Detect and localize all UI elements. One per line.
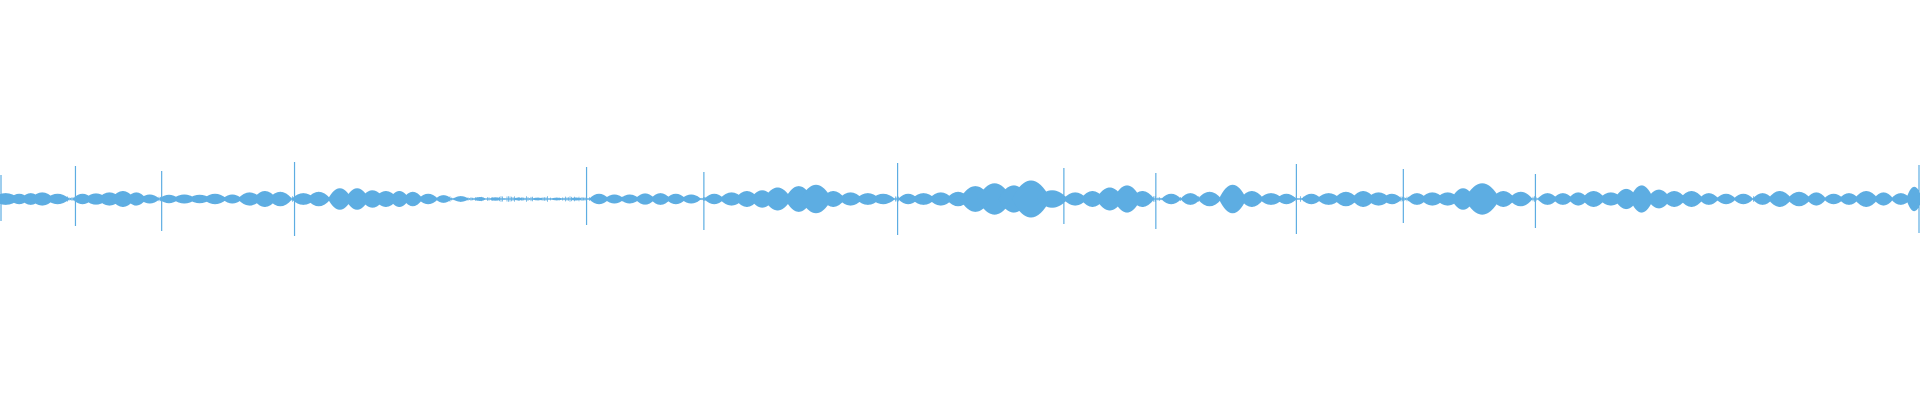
waveform-layer xyxy=(0,162,1920,236)
waveform-blob xyxy=(1180,193,1201,205)
waveform-blob xyxy=(45,193,70,205)
waveform-blob xyxy=(473,197,487,201)
waveform-blob xyxy=(488,197,502,201)
waveform-blob xyxy=(1197,191,1222,207)
waveform-blob xyxy=(531,197,545,201)
waveform-blob xyxy=(1733,193,1754,205)
waveform-blob xyxy=(418,193,439,205)
waveform-blob xyxy=(1276,193,1297,205)
waveform-blob xyxy=(511,197,525,201)
waveform-blob xyxy=(1161,193,1182,205)
waveform-blob xyxy=(550,197,564,201)
waveform-blob xyxy=(306,191,331,207)
waveform-blob xyxy=(452,196,470,202)
waveform-blob xyxy=(1508,191,1533,207)
waveform-blob xyxy=(1130,191,1155,207)
waveform-blob xyxy=(1381,193,1403,205)
waveform-blob xyxy=(1806,192,1827,206)
waveform-blob xyxy=(1873,192,1894,206)
waveform-blob xyxy=(435,195,452,203)
waveform-blob xyxy=(1698,193,1719,205)
waveform-blob xyxy=(1716,193,1737,205)
waveform-blob xyxy=(1906,186,1920,212)
waveform-blob xyxy=(569,197,583,201)
waveform-blob xyxy=(871,193,896,205)
waveform-blob xyxy=(681,194,702,204)
